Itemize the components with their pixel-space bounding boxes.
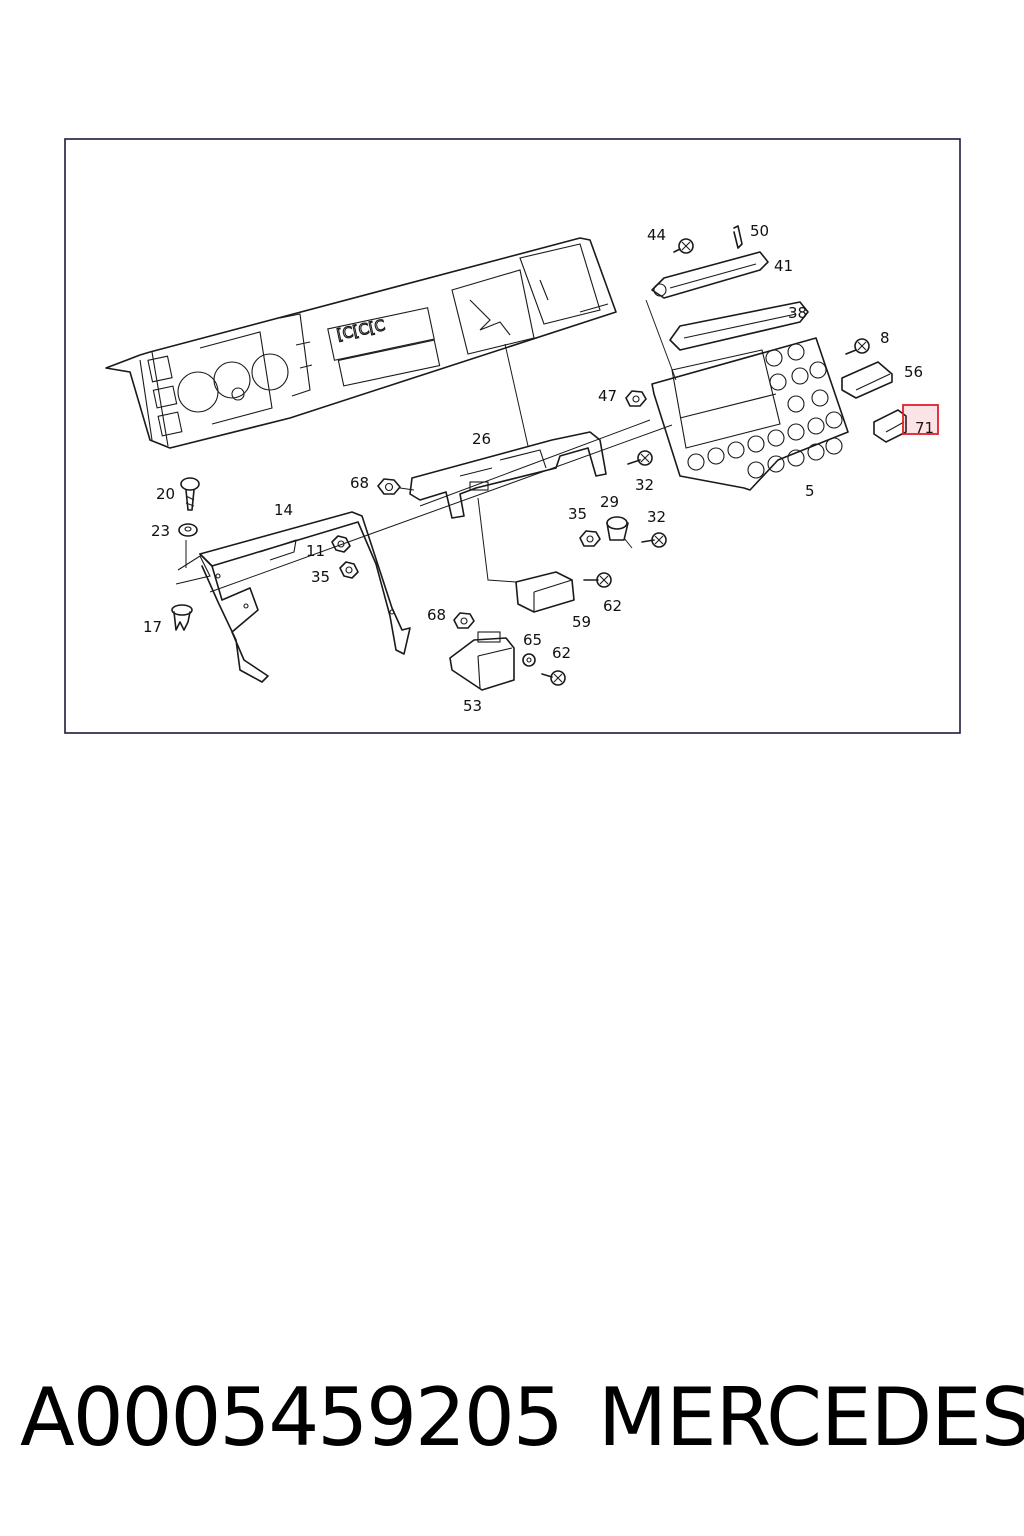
brand-name: MERCEDES	[598, 1371, 1024, 1464]
callout-11: 11	[306, 542, 325, 560]
control-module-59	[477, 497, 575, 613]
screw-8	[845, 338, 870, 355]
callout-17: 17	[143, 618, 162, 636]
bolt-62-lower	[541, 670, 566, 686]
lamp-strip-38	[645, 299, 809, 381]
callout-62-upper: 62	[603, 597, 622, 615]
callout-20: 20	[156, 485, 175, 503]
clip-17	[171, 604, 193, 631]
callout-47: 47	[598, 387, 617, 405]
callout-50: 50	[750, 222, 769, 240]
bolt-32-upper	[627, 450, 653, 466]
washer-23	[178, 523, 198, 537]
callout-35-left: 35	[311, 568, 330, 586]
relay-56	[841, 361, 893, 399]
control-unit-53	[449, 631, 515, 691]
nut-47	[625, 390, 647, 407]
callout-5: 5	[805, 482, 815, 500]
callout-29: 29	[600, 493, 619, 511]
svg-text:[C[C[C: [C[C[C	[335, 316, 387, 344]
callout-44: 44	[647, 226, 666, 244]
callout-38: 38	[788, 304, 807, 322]
pin-50	[733, 225, 743, 249]
callout-65: 65	[523, 631, 542, 649]
callout-labels: 44 50 41 38 8 56 71 47 26 5 68 32 20 14 …	[143, 222, 934, 715]
lamp-strip-41	[651, 251, 769, 299]
callout-71: 71	[915, 419, 934, 437]
support-frame-14	[175, 511, 411, 683]
nut-35-right	[579, 530, 601, 547]
gauge-holes	[687, 343, 843, 479]
callout-56: 56	[904, 363, 923, 381]
mounting-bracket-26	[409, 343, 607, 519]
nut-11	[331, 535, 351, 553]
screw-20	[180, 477, 200, 511]
washer-65	[522, 653, 536, 667]
assembly-guide-lines	[209, 419, 673, 593]
part-number: A0005459205	[20, 1371, 564, 1464]
relay-71	[873, 409, 907, 443]
screw-44	[673, 238, 694, 254]
callout-14: 14	[274, 501, 293, 519]
callout-53: 53	[463, 697, 482, 715]
cap-29	[606, 516, 633, 549]
dashboard-panel: [C[C[C	[105, 237, 617, 449]
nut-68-lower	[453, 612, 475, 629]
callout-41: 41	[774, 257, 793, 275]
callout-35-right: 35	[568, 505, 587, 523]
callout-8: 8	[880, 329, 890, 347]
callout-62-lower: 62	[552, 644, 571, 662]
bolt-32-lower	[641, 532, 667, 548]
callout-23: 23	[151, 522, 170, 540]
nut-68-top	[377, 478, 415, 495]
caption: A0005459205 MERCEDES	[20, 1368, 1024, 1478]
callout-32-top: 32	[635, 476, 654, 494]
diagram-frame	[64, 138, 961, 734]
nut-35-left	[339, 561, 359, 579]
callout-68-lower: 68	[427, 606, 446, 624]
callout-68-top: 68	[350, 474, 369, 492]
bolt-62-upper	[583, 572, 612, 588]
callout-26: 26	[472, 430, 491, 448]
callout-71-highlight	[902, 404, 939, 435]
exploded-parts-diagram: [C[C[C	[64, 138, 961, 734]
callout-59: 59	[572, 613, 591, 631]
instrument-cluster-5	[651, 337, 849, 491]
callout-32-lower: 32	[647, 508, 666, 526]
